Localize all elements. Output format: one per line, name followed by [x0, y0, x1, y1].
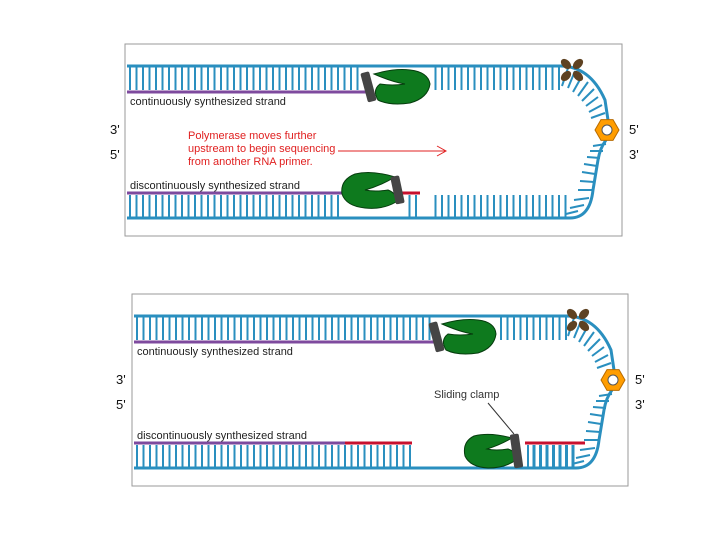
- base-pair-rung: [583, 331, 595, 347]
- lagging-strand-label: discontinuously synthesized strand: [130, 180, 300, 192]
- polymerase-lagging-icon: [463, 433, 524, 469]
- base-pair-rung: [573, 197, 590, 201]
- panel-top: continuously synthesized strand disconti…: [110, 43, 639, 237]
- base-pair-rungs-top: [129, 66, 560, 90]
- clamp-lagging: [390, 175, 405, 205]
- base-pair-rungs-bottom: [136, 445, 575, 468]
- base-pair-rung: [598, 393, 613, 397]
- sliding-clamp-pointer: [487, 402, 515, 435]
- sliding-clamp: [509, 433, 524, 469]
- base-pair-rung: [589, 413, 604, 417]
- end-label-left-bottom: 5': [116, 397, 126, 412]
- base-pair-rung: [569, 204, 585, 209]
- base-pair-rung: [565, 210, 579, 215]
- leading-strand-label: continuously synthesized strand: [130, 96, 286, 108]
- lagging-strand-label: discontinuously synthesized strand: [137, 430, 307, 442]
- base-pair-rung: [581, 88, 595, 102]
- base-pair-rung: [583, 163, 598, 167]
- polymerase-leading-icon: [428, 319, 497, 355]
- helicase-icon: [594, 119, 620, 141]
- topoisomerase-icon: [566, 308, 590, 332]
- base-pair-rung: [588, 104, 603, 113]
- clamp-leading: [360, 71, 377, 103]
- template-strand-bottom: [127, 139, 608, 220]
- sliding-clamp-label: Sliding clamp: [434, 389, 499, 401]
- fork-rungs-lower: [565, 143, 607, 215]
- base-pair-rung: [585, 430, 601, 433]
- clamp-leading: [428, 321, 445, 353]
- end-label-right-bottom: 3': [635, 397, 645, 412]
- base-pair-rung: [571, 460, 585, 465]
- polymerase-leading-icon: [360, 69, 431, 105]
- base-pair-rung: [590, 112, 606, 119]
- end-label-left-bottom: 5': [110, 147, 120, 162]
- base-pair-rung: [581, 171, 596, 175]
- base-pair-rung: [592, 143, 607, 147]
- base-pair-rung: [591, 346, 605, 357]
- topoisomerase-icon: [560, 58, 584, 82]
- base-pair-rung: [587, 421, 602, 425]
- end-label-right-top: 5': [635, 372, 645, 387]
- fork-rungs-lower: [571, 393, 613, 465]
- end-label-right-bottom: 3': [629, 147, 639, 162]
- template-strand-bottom: [134, 389, 614, 470]
- end-label-left-top: 3': [116, 372, 126, 387]
- base-pair-rung: [585, 96, 599, 107]
- base-pair-rung: [592, 406, 607, 409]
- leading-strand-label: continuously synthesized strand: [137, 346, 293, 358]
- fork-rungs-upper: [567, 317, 612, 369]
- base-pair-rung: [594, 354, 609, 363]
- template-strand-top: [127, 64, 610, 121]
- base-pair-rung: [586, 156, 601, 159]
- base-pair-rung: [577, 81, 589, 97]
- annotation-line-3: from another RNA primer.: [188, 156, 313, 168]
- annotation-line-1: Polymerase moves further: [188, 130, 317, 142]
- annotation-line-2: upstream to begin sequencing: [188, 143, 335, 155]
- base-pair-rung: [579, 447, 596, 451]
- base-pair-rungs-bottom: [129, 195, 567, 218]
- helicase-icon: [600, 369, 626, 391]
- polymerase-lagging-icon: [341, 172, 405, 209]
- base-pair-rung: [579, 180, 595, 183]
- base-pair-rung: [575, 454, 591, 459]
- base-pair-rungs-top: [136, 316, 567, 340]
- base-pair-rung: [596, 362, 612, 369]
- direction-arrow-icon: [338, 145, 448, 157]
- base-pair-rung: [587, 338, 601, 352]
- panel-bottom: continuously synthesized strand disconti…: [116, 293, 645, 487]
- end-label-right-top: 5': [629, 122, 639, 137]
- end-label-left-top: 3': [110, 122, 120, 137]
